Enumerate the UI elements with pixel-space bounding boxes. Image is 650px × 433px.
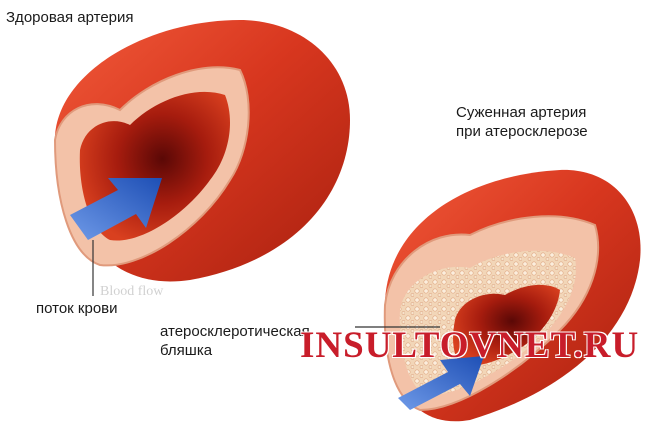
healthy-artery-arrow: [70, 178, 162, 240]
narrowed-artery-label: Суженная артерия при атеросклерозе: [456, 104, 588, 140]
faint-caption: Blood flow: [100, 284, 164, 299]
healthy-artery-graphic: [53, 20, 350, 296]
site-watermark: INSULTOVNET.RU: [300, 325, 640, 366]
narrowed-artery-lumen: [453, 284, 560, 366]
narrowed-artery-graphic: [355, 169, 641, 422]
plaque-label: атеросклеротическая бляшка: [160, 323, 310, 359]
healthy-artery-label: Здоровая артерия: [6, 9, 134, 26]
narrowed-artery-arrow: [398, 356, 484, 410]
blood-flow-label: поток крови: [36, 300, 118, 317]
